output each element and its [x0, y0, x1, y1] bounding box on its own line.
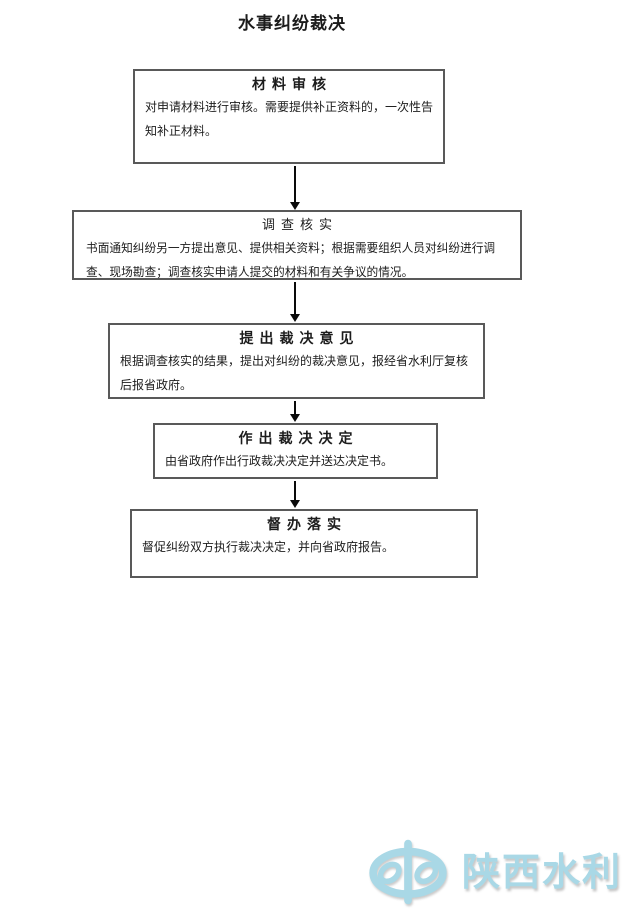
step-title: 作出裁决决定 [238, 431, 359, 447]
step-description: 对申请材料进行审核。需要提供补正资料的，一次性告知补正材料。 [145, 100, 434, 138]
arrow-down-icon [289, 401, 301, 422]
step-description: 根据调查核实的结果，提出对纠纷的裁决意见，报经省水利厅复核后报省政府。 [120, 354, 469, 392]
water-resources-logo-icon [369, 839, 447, 905]
step-title: 提出裁决意见 [239, 331, 360, 347]
arrow-down-icon [289, 166, 301, 210]
step-description: 督促纠纷双方执行裁决决定，并向省政府报告。 [142, 540, 395, 554]
page-title: 水事纠纷裁决 [238, 14, 346, 34]
flow-step-material-review: 材料审核 对申请材料进行审核。需要提供补正资料的，一次性告知补正材料。 [133, 69, 445, 164]
step-title: 督办落实 [267, 517, 347, 533]
arrow-down-icon [289, 481, 301, 508]
flow-step-investigation: 调查核实 书面通知纠纷另一方提出意见、提供相关资料；根据需要组织人员对纠纷进行调… [72, 210, 522, 280]
logo-text: 陕西水利 [462, 850, 623, 894]
arrow-down-icon [289, 282, 301, 322]
step-description: 由省政府作出行政裁决决定并送达决定书。 [165, 454, 394, 468]
flow-step-adjudication-opinion: 提出裁决意见 根据调查核实的结果，提出对纠纷的裁决意见，报经省水利厅复核后报省政… [108, 323, 485, 399]
step-title: 调查核实 [261, 218, 338, 233]
flow-step-adjudication-decision: 作出裁决决定 由省政府作出行政裁决决定并送达决定书。 [153, 423, 438, 479]
flow-step-supervision: 督办落实 督促纠纷双方执行裁决决定，并向省政府报告。 [130, 509, 478, 578]
step-title: 材料审核 [252, 77, 332, 93]
step-description: 书面通知纠纷另一方提出意见、提供相关资料；根据需要组织人员对纠纷进行调查、现场勘… [86, 241, 496, 279]
shaanxi-water-logo: 陕西水利 [368, 838, 622, 906]
